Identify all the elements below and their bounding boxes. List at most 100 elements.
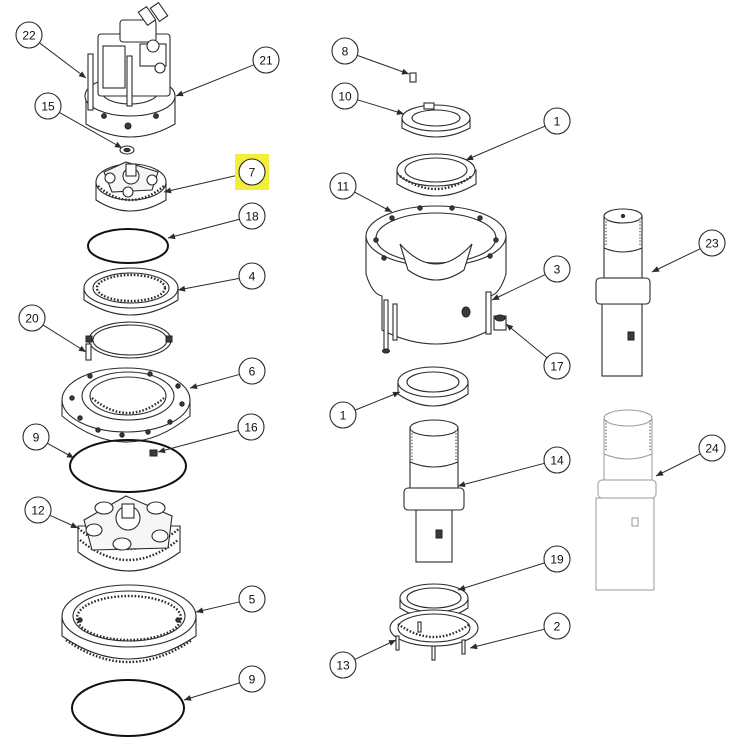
leader-c18 bbox=[167, 218, 240, 239]
part-6-flange bbox=[61, 367, 191, 443]
arrowhead-c13 bbox=[388, 640, 396, 646]
leader-c22 bbox=[39, 42, 87, 79]
part-1-bearing-upper bbox=[396, 153, 477, 197]
part-7-planet-carrier bbox=[95, 161, 167, 212]
callout-number: 19 bbox=[550, 553, 564, 567]
arrowhead-c23 bbox=[652, 266, 660, 272]
callout-c3: 3 bbox=[543, 255, 571, 283]
callout-number: 9 bbox=[249, 673, 256, 687]
leader-c17 bbox=[505, 323, 548, 359]
leader-c13 bbox=[354, 639, 397, 660]
callout-c20: 20 bbox=[18, 304, 46, 332]
arrowhead-c1a bbox=[466, 154, 474, 160]
callout-circle bbox=[543, 352, 571, 380]
callout-number: 1 bbox=[340, 409, 347, 423]
callout-labels: 2221157184206916125981011131723114241921… bbox=[15, 21, 726, 693]
arrowhead-c2 bbox=[470, 643, 478, 650]
arrowhead-c3 bbox=[492, 294, 500, 300]
leader-c9b bbox=[183, 682, 240, 701]
callout-c6: 6 bbox=[238, 357, 266, 385]
arrowhead-c19 bbox=[458, 585, 466, 591]
part-19-seal bbox=[399, 583, 469, 620]
callout-number: 3 bbox=[554, 263, 561, 277]
part-23-shaft bbox=[595, 208, 651, 377]
callout-c1a: 1 bbox=[543, 107, 571, 135]
leader-c1a bbox=[465, 125, 546, 161]
callout-circle bbox=[331, 82, 359, 110]
callout-c9a: 9 bbox=[22, 423, 50, 451]
arrowhead-c10 bbox=[396, 109, 404, 115]
callout-circle bbox=[238, 262, 266, 290]
callout-circle bbox=[22, 423, 50, 451]
leader-c4 bbox=[177, 277, 240, 291]
callout-c16: 16 bbox=[237, 413, 265, 441]
arrowhead-c14 bbox=[458, 481, 466, 488]
part-18-o-ring bbox=[87, 228, 169, 264]
callout-circle bbox=[329, 401, 357, 429]
callout-c15: 15 bbox=[34, 92, 62, 120]
callout-circle bbox=[238, 357, 266, 385]
arrowhead-c1b bbox=[392, 391, 400, 398]
callout-c18: 18 bbox=[238, 202, 266, 230]
arrowhead-c7 bbox=[164, 187, 172, 194]
leader-c19 bbox=[457, 562, 545, 591]
callout-c13: 13 bbox=[329, 651, 357, 679]
callout-c24: 24 bbox=[698, 434, 726, 462]
leader-lines bbox=[39, 42, 701, 701]
arrowhead-c12 bbox=[70, 522, 78, 528]
callout-number: 15 bbox=[41, 100, 55, 114]
callout-number: 11 bbox=[337, 180, 350, 194]
arrowhead-c17 bbox=[506, 324, 514, 331]
callout-c21: 21 bbox=[252, 46, 280, 74]
callout-circle bbox=[543, 545, 571, 573]
part-14-output-shaft bbox=[403, 419, 465, 563]
callout-c11: 11 bbox=[329, 172, 357, 200]
callout-number: 24 bbox=[705, 442, 719, 456]
callout-circle bbox=[24, 496, 52, 524]
leader-c21 bbox=[175, 64, 255, 97]
callout-number: 9 bbox=[33, 431, 40, 445]
callout-number: 10 bbox=[338, 90, 352, 104]
callout-number: 16 bbox=[244, 421, 258, 435]
callout-circle bbox=[698, 434, 726, 462]
callout-number: 23 bbox=[705, 237, 719, 251]
callout-c7: 7 bbox=[235, 154, 269, 190]
part-8-key bbox=[409, 72, 417, 83]
callout-c5: 5 bbox=[238, 585, 266, 613]
callout-c10: 10 bbox=[331, 82, 359, 110]
callout-c2: 2 bbox=[543, 612, 571, 640]
callout-number: 22 bbox=[22, 29, 36, 43]
callout-circle bbox=[331, 37, 359, 65]
part-15-washer bbox=[119, 145, 135, 155]
part-20-pin bbox=[85, 343, 92, 361]
callout-number: 8 bbox=[342, 45, 349, 59]
part-24-shaft-phantom bbox=[595, 409, 657, 591]
callout-circle bbox=[238, 665, 266, 693]
callout-c17: 17 bbox=[543, 352, 571, 380]
callout-circle bbox=[34, 92, 62, 120]
leader-c24 bbox=[655, 453, 701, 477]
callout-circle bbox=[15, 21, 43, 49]
part-10-spacer bbox=[401, 102, 471, 138]
callout-c8: 8 bbox=[331, 37, 359, 65]
leader-c14 bbox=[457, 462, 545, 487]
arrowhead-c20 bbox=[78, 345, 86, 352]
callout-circle bbox=[238, 158, 266, 186]
leader-c6 bbox=[189, 373, 240, 389]
callout-number: 18 bbox=[245, 210, 259, 224]
callout-circle bbox=[543, 107, 571, 135]
arrowhead-c5 bbox=[196, 607, 204, 614]
part-4-ring-gear bbox=[83, 267, 179, 316]
callout-number: 17 bbox=[550, 360, 564, 374]
leader-c1b bbox=[354, 391, 401, 411]
arrowhead-c15 bbox=[114, 141, 122, 148]
arrowhead-c9b bbox=[184, 695, 192, 701]
arrowhead-c18 bbox=[168, 233, 176, 240]
callout-circle bbox=[252, 46, 280, 74]
arrowhead-c4 bbox=[178, 285, 186, 292]
callout-c22: 22 bbox=[15, 21, 43, 49]
part-4-seal-ring bbox=[85, 321, 173, 359]
callout-c23: 23 bbox=[698, 229, 726, 257]
leader-c2 bbox=[469, 628, 545, 649]
